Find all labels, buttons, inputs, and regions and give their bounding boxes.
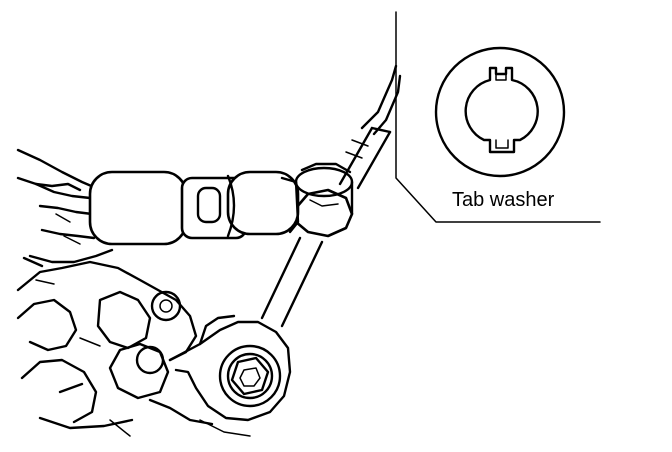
- hand: [16, 148, 114, 264]
- tab-washer-label: Tab washer: [452, 189, 555, 211]
- camshaft-sprocket-shaft: [260, 64, 402, 328]
- tab-washer-detail: Tab washer: [434, 46, 566, 211]
- socket-wrench-tool: [88, 170, 300, 246]
- callout-frame: [395, 11, 601, 223]
- tab-washer-icon: [464, 66, 539, 154]
- bracket-with-bolt: [168, 314, 292, 437]
- nut-and-washer-on-shaft: [294, 162, 354, 238]
- engine-block-casting: [16, 256, 214, 437]
